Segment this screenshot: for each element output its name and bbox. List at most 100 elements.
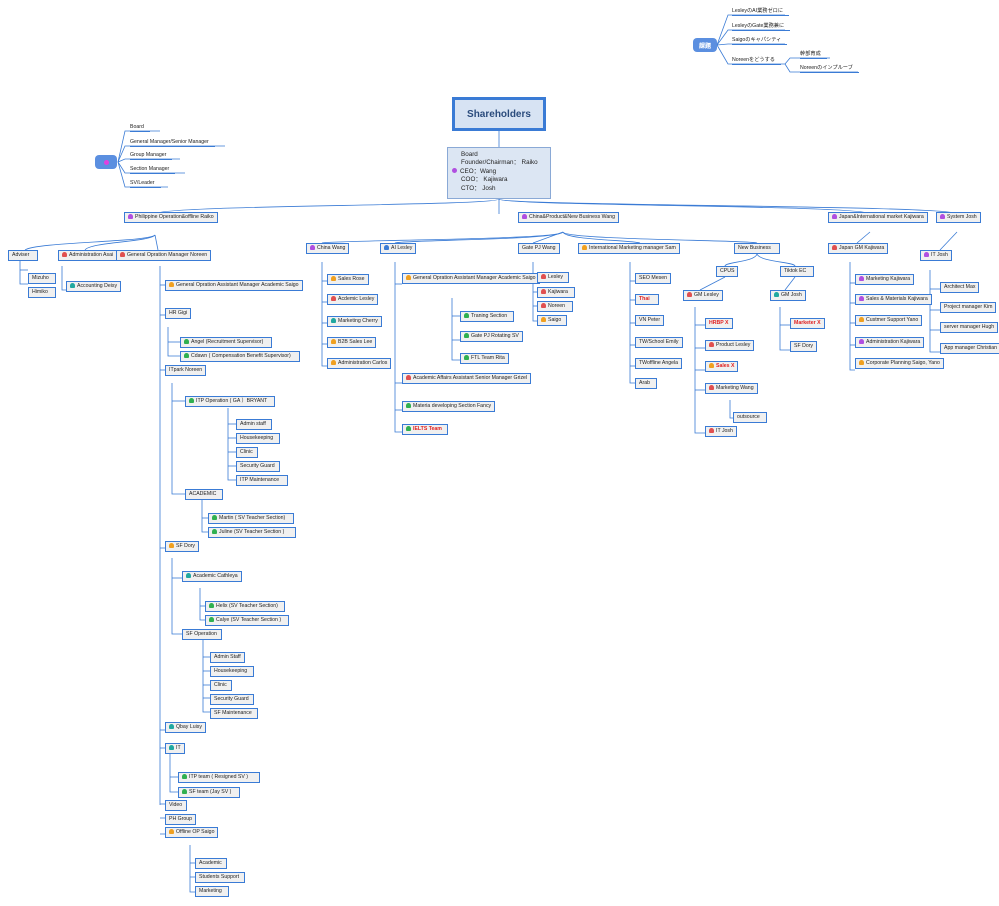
org-node-admin-staff[interactable]: Admin staff [236,419,272,430]
org-node-juline[interactable]: Juline (SV Teacher Section ) [208,527,296,538]
org-node-tiktok[interactable]: Tiktok EC [780,266,814,277]
org-node-sf-ops[interactable]: SF Operation [182,629,222,640]
org-node-housekeeping[interactable]: Housekeeping [236,433,280,444]
org-node-academic-cath[interactable]: Academic Cathleya [182,571,242,582]
org-node-accounting[interactable]: Accounting Deisy [66,281,122,292]
org-node-thai[interactable]: Thai [635,294,659,305]
org-node-sf-security[interactable]: Security Guard [210,694,254,705]
executive-node[interactable]: Board Founder/Chairman： Raiko CEO：Wang C… [447,147,551,199]
org-node-sf-dory[interactable]: SF Dory [165,541,200,552]
org-node-sf-clinic[interactable]: Clinic [210,680,232,691]
org-node-security[interactable]: Security Guard [236,461,280,472]
org-node-gm-noreen[interactable]: General Opration Manager Noreen [116,250,212,261]
org-node-china-wang[interactable]: China Wang [306,243,350,254]
org-node-sf-house[interactable]: Housekeeping [210,666,254,677]
org-node-proj-mgr[interactable]: Project manager Kim [940,302,997,313]
org-node-admin-carlos[interactable]: Administration Carlos [327,358,392,369]
org-node-system[interactable]: System Josh [936,212,981,223]
org-node-acad-lesley[interactable]: Acdemic Lesley [327,294,379,305]
org-node-gatepj-rot[interactable]: Gate PJ Rotating SV [460,331,523,342]
org-node-sales-rose[interactable]: Sales Rose [327,274,369,285]
org-node-arab[interactable]: Arab [635,378,657,389]
org-node-students[interactable]: Students Support [195,872,245,883]
org-node-ph[interactable]: Philippine Operation&offline Raiko [124,212,218,223]
org-node-sf-admin[interactable]: Admin Staff [210,652,245,663]
org-node-itpark[interactable]: ITpark Noreen [165,365,207,376]
org-node-cdawn[interactable]: Cdawn ( Compensation Benefit Supervisor) [180,351,300,362]
org-node-acad-affairs[interactable]: Academic Affairs Assistant Senior Manage… [402,373,532,384]
org-node-g-kajiwara[interactable]: Kajiwara [537,287,575,298]
org-node-gm-josh[interactable]: GM Josh [770,290,806,301]
org-node-it-josh[interactable]: IT Josh [705,426,737,437]
org-node-label: ITP Operation ( GA ）BRYANT [196,398,268,404]
org-node-tw-offline[interactable]: TWoffline Angela [635,358,683,369]
org-node-g-saigo[interactable]: Saigo [537,315,567,326]
org-node-tw-school[interactable]: TW/School Emily [635,337,683,348]
org-node-it-josh2[interactable]: IT Josh [920,250,952,261]
org-node-off-academic[interactable]: Academic [195,858,227,869]
org-node-offline[interactable]: Offline OP Saigo [165,827,219,838]
issues-badge[interactable]: 課題 [693,38,717,52]
org-node-itp-team[interactable]: ITP team ( Resigned SV ) [178,772,260,783]
org-node-mkt-kaji[interactable]: Marketing Kajiwara [855,274,915,285]
org-node-gatepj[interactable]: Gate PJ Wang [518,243,560,254]
org-node-cpus[interactable]: CPUS [716,266,739,277]
org-node-marketing[interactable]: Marketing [195,886,229,897]
org-node-qbay[interactable]: Qbay Luisy [165,722,206,733]
org-node-gm-asst[interactable]: General Opration Assistant Manager Acade… [165,280,303,291]
org-node-cust-support[interactable]: Custmer Support Yano [855,315,923,326]
org-node-gm-lesley[interactable]: GM Lesley [683,290,723,301]
org-node-label: Project manager Kim [944,304,993,310]
org-node-adviser[interactable]: Adviser [8,250,38,261]
org-node-japan-gm[interactable]: Japan GM Kajiwara [828,243,889,254]
legend-badge[interactable] [95,155,117,169]
org-node-sf-maint[interactable]: SF Maintenance [210,708,258,719]
org-node-sf-team[interactable]: SF team (Jay SV ) [178,787,240,798]
org-node-itp-maint[interactable]: ITP Maintenance [236,475,288,486]
org-node-mkt-wang[interactable]: Marketing Wang [705,383,758,394]
org-node-seo[interactable]: SEO Mesen [635,273,671,284]
org-node-ai-lesley[interactable]: AI Lesley [380,243,417,254]
org-node-it[interactable]: IT [165,743,185,754]
org-node-architect[interactable]: Architect Max [940,282,980,293]
org-node-ftl[interactable]: FTL Team Rita [460,353,509,364]
org-node-hr-gigi[interactable]: HR Gigi [165,308,192,319]
org-node-vn[interactable]: VN Peter [635,315,665,326]
org-node-g-lesley[interactable]: Lesley [537,272,569,283]
org-node-gm-asst-ai[interactable]: General Opration Assistant Manager Acade… [402,273,540,284]
org-node-corp-plan[interactable]: Corporate Planning Saigo, Yano [855,358,944,369]
org-node-mizuho[interactable]: Mizuho [28,273,56,284]
org-node-helix[interactable]: Helix (SV Teacher Section) [205,601,285,612]
root-node-shareholders[interactable]: Shareholders [452,97,546,131]
org-node-himiko[interactable]: Himiko [28,287,56,298]
org-node-app-mgr[interactable]: App manager Christian [940,343,999,354]
org-node-hrbp[interactable]: HRBP X [705,318,733,329]
org-node-product[interactable]: Product Lesley [705,340,755,351]
org-node-sales-x[interactable]: Sales X [705,361,739,372]
org-node-academic[interactable]: ACADEMIC [185,489,223,500]
org-node-china-prod[interactable]: China&Product&New Business Wang [518,212,620,223]
org-node-video[interactable]: Video [165,800,187,811]
org-node-new-business[interactable]: New Business [734,243,780,254]
org-node-admin-kaji[interactable]: Administration Kajiwara [855,337,925,348]
org-node-outsource[interactable]: outsource [733,412,767,423]
org-node-sales-mat[interactable]: Sales & Materials Kajiwara [855,294,932,305]
org-node-martin[interactable]: Martin ( SV Teacher Section) [208,513,294,524]
org-node-ph-group[interactable]: PH Group [165,814,197,825]
org-node-angel[interactable]: Angel (Recruitment Supervisor) [180,337,272,348]
org-node-calye[interactable]: Calye (SV Teacher Section ) [205,615,289,626]
org-node-training[interactable]: Traning Section [460,311,514,322]
org-node-ielts[interactable]: IELTS Team [402,424,448,435]
org-node-g-noreen[interactable]: Noreen [537,301,573,312]
org-node-japan-intl[interactable]: Japan&International market Kajiwara [828,212,928,223]
org-node-b2b[interactable]: B2B Sales Lee [327,337,377,348]
org-node-admin-asai[interactable]: Administration Asai [58,250,118,261]
org-node-marketer[interactable]: Marketer X [790,318,825,329]
org-node-mkt-cherry[interactable]: Marketing Cherry [327,316,382,327]
org-node-intl-mkt[interactable]: International Marketing manager Sam [578,243,680,254]
org-node-sf-dory2[interactable]: SF Dory [790,341,818,352]
org-node-material[interactable]: Materia developing Section Fancy [402,401,496,412]
org-node-clinic[interactable]: Clinic [236,447,258,458]
org-node-server-mgr[interactable]: server manager Hugh [940,322,999,333]
org-node-itp-ops[interactable]: ITP Operation ( GA ）BRYANT [185,396,275,407]
